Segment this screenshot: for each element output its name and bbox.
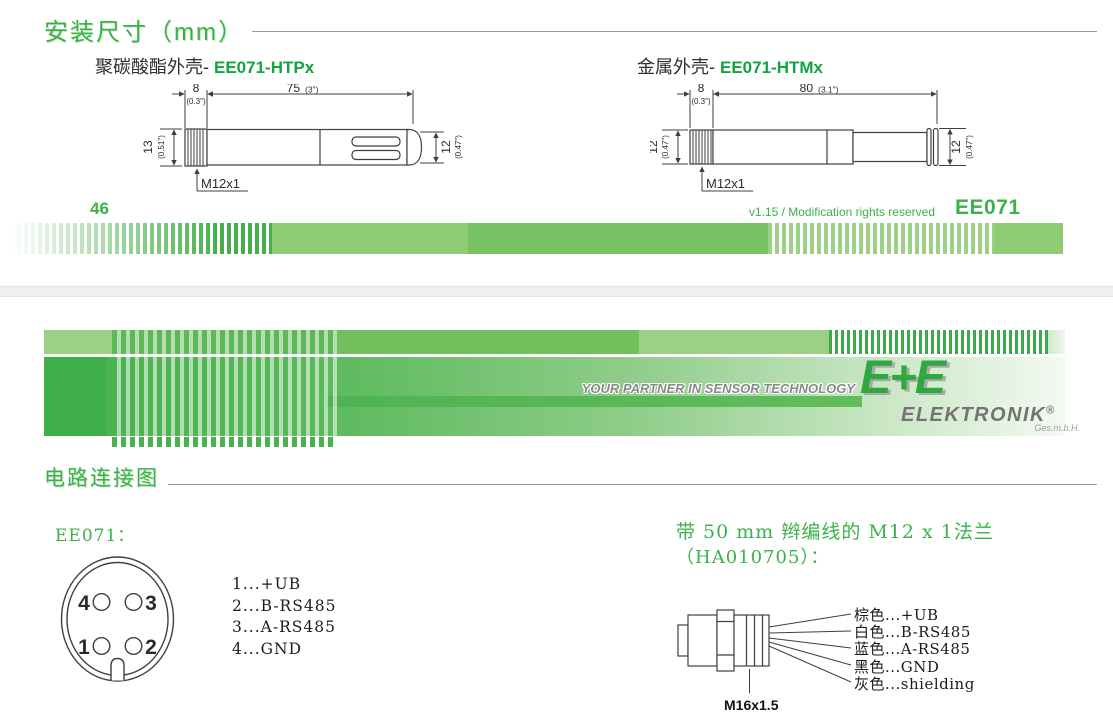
pin-number: 4 — [78, 592, 90, 615]
footer-model: EE071 — [955, 196, 1021, 219]
probe-outline — [184, 128, 423, 167]
drawing-label-metal: 金属外壳- EE071-HTMx — [637, 53, 823, 79]
ee-logo-wordmark: ELEKTRONIK® — [901, 404, 1056, 427]
ee-logo: E+E — [860, 350, 946, 403]
dim-top-small-inch: (0.3") — [691, 97, 711, 106]
pin-assignment: 1...+UB — [232, 575, 302, 593]
dim-top-long-inch: (3") — [305, 85, 319, 95]
pin-assignment: 3...A-RS485 — [232, 618, 336, 636]
banner-green-block — [44, 357, 106, 436]
drawing-label-model: EE071-HTPx — [214, 58, 315, 77]
dimension-drawing-metal: 8 (0.3") 80 (3.1") 12 (0.47") 12 (0.47")… — [650, 84, 974, 192]
connector-body — [60, 556, 175, 682]
drawing-label-prefix: 聚碳酸酯外壳- — [95, 57, 214, 77]
flange-connector-diagram — [677, 609, 852, 693]
wire-label: 灰色...shielding — [854, 674, 975, 693]
banner-top-segment — [44, 330, 112, 354]
dim-top-small: 8 — [193, 84, 200, 95]
flange-body — [677, 609, 770, 672]
wire-label-list: 棕色...+UB 白色...B-RS485 蓝色...A-RS485 黑色...… — [854, 606, 975, 693]
band-fade-stripes — [10, 223, 272, 254]
dim-top-long: 75 — [287, 84, 301, 95]
title-rule — [252, 31, 1097, 32]
dim-top-long: 80 — [800, 84, 814, 95]
flange-thread-label: M16x1.5 — [724, 697, 779, 713]
band-solid-medium — [468, 223, 768, 254]
band-solid-end — [994, 223, 1063, 254]
thread-hatch — [692, 130, 712, 164]
brand-slogan: YOUR PARTNER IN SENSOR TECHNOLOGY — [581, 381, 855, 396]
pin-assignment-list: 1...+UB 2...B-RS485 3...A-RS485 4...GND — [232, 574, 336, 660]
drawing-label-model: EE071-HTMx — [720, 58, 823, 77]
page-title: 安装尺寸（mm） — [44, 19, 244, 46]
banner-green-bar — [326, 396, 862, 407]
circuit-title-rule — [168, 484, 1097, 485]
banner-top-stripes — [829, 330, 1048, 354]
circuit-section-title: 电路连接图 — [44, 467, 159, 490]
dim-left-inch: (0.51") — [157, 135, 166, 159]
dimension-lines — [662, 90, 966, 192]
thread-hatch — [187, 129, 204, 166]
dim-right: 12 — [949, 140, 963, 154]
probe-outline — [689, 127, 939, 167]
ee-logo-company: Ges.m.b.H. — [1034, 423, 1080, 433]
wire-label: 黑色...GND — [854, 657, 940, 676]
wire-fan-lines — [749, 613, 852, 693]
dim-right: 12 — [439, 140, 453, 154]
banner-stripe-tail — [112, 437, 337, 447]
connector-pinout-diagram: 4 3 1 2 — [60, 556, 175, 682]
pin-number: 1 — [78, 636, 90, 659]
flange-title-line1: 带 50 mm 辫编线的 M12 x 1法兰 — [676, 521, 994, 543]
pin-assignment: 4...GND — [232, 639, 303, 658]
banner-top-segment — [337, 330, 639, 354]
thread-label: M12x1 — [706, 176, 745, 191]
registered-mark: ® — [1046, 404, 1056, 417]
dim-right-inch: (0.47") — [965, 135, 974, 159]
wire-label: 白色...B-RS485 — [854, 623, 971, 642]
dim-left-inch: (0.47") — [661, 135, 670, 159]
band-light-stripes — [768, 223, 994, 254]
dim-right-inch: (0.47") — [454, 135, 463, 159]
band-solid-light — [272, 223, 468, 254]
dim-left: 12 — [650, 140, 660, 154]
page-separator — [0, 286, 1113, 297]
connector-title: EE071： — [55, 526, 136, 546]
banner-stripe-overlay — [112, 330, 337, 436]
flange-title-line2: （HA010705）： — [676, 547, 830, 568]
dimension-drawing-polycarbonate: 8 (0.3") 75 (3") 13 (0.51") 12 (0.47") M… — [141, 84, 463, 192]
footer-decoration-band — [10, 223, 1063, 254]
dim-top-long-inch: (3.1") — [818, 85, 839, 95]
brand-banner: YOUR PARTNER IN SENSOR TECHNOLOGY E+E EL… — [0, 330, 1113, 448]
page-number: 46 — [90, 199, 109, 218]
wire-label: 棕色...+UB — [854, 606, 939, 624]
drawing-label-prefix: 金属外壳- — [637, 57, 720, 77]
ee-logo-text: ELEKTRONIK — [901, 404, 1046, 426]
banner-top-fade — [1048, 330, 1065, 354]
pin-number: 2 — [145, 636, 157, 659]
version-note: v1.15 / Modification rights reserved — [748, 205, 935, 219]
dim-top-small-inch: (0.3") — [186, 97, 206, 106]
banner-top-segment — [639, 330, 829, 354]
dimension-lines — [160, 90, 444, 192]
connector-keyway — [110, 657, 125, 681]
drawing-label-polycarbonate: 聚碳酸酯外壳- EE071-HTPx — [95, 53, 314, 79]
pin-assignment: 2...B-RS485 — [232, 596, 337, 615]
wire-label: 蓝色...A-RS485 — [854, 640, 971, 659]
dim-left: 13 — [141, 140, 155, 154]
pin-number: 3 — [145, 592, 157, 615]
dim-top-small: 8 — [698, 84, 705, 95]
thread-label: M12x1 — [201, 176, 240, 191]
